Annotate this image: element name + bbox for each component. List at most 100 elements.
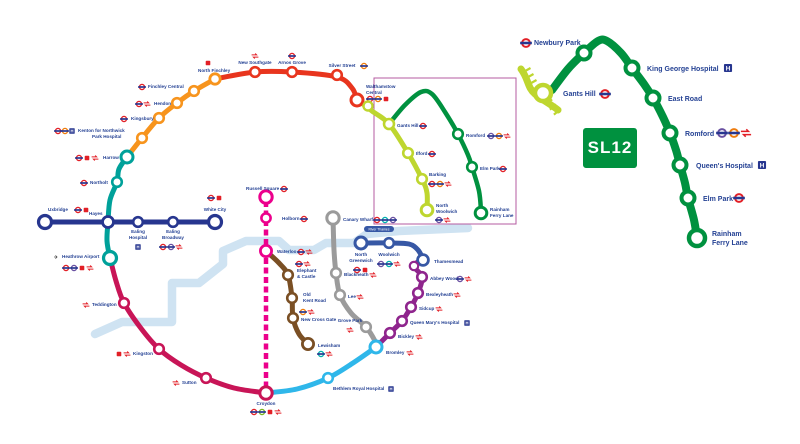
station-label-canary-wharf: Canary Wharf: [343, 217, 373, 222]
station-sutton: Sutton: [172, 371, 213, 386]
station-label-russell-square: Russell Square: [246, 186, 280, 191]
station-marker-detail-east-road: [644, 89, 662, 107]
underground-roundel-icon: [159, 243, 167, 251]
station-marker-bexleyheath: [411, 286, 425, 300]
underground-roundel-icon: [373, 216, 381, 224]
national-rail-icon: [464, 276, 472, 282]
national-rail-icon: [356, 294, 364, 300]
bus-route-badge-icon: [116, 351, 122, 357]
station-marker-old-kent-road: [285, 291, 299, 305]
station-detail-gants-hill: Gants Hill: [532, 82, 611, 104]
station-label-old-kent-road: Old: [303, 292, 311, 297]
station-finchley-central: Finchley Central: [138, 83, 201, 98]
national-rail-icon: [82, 302, 90, 308]
station-blackheath: Blackheath: [329, 266, 377, 280]
station-label-old-kent-road: Kent Road: [303, 298, 326, 303]
station-label-new-southgate: New Southgate: [238, 60, 272, 65]
station-abbey-wood: Abbey Wood: [415, 270, 472, 284]
airport-icon: ✈: [54, 254, 59, 261]
station-marker-bethlem-royal-hospital: [321, 371, 335, 385]
station-silver-street: Silver Street: [329, 62, 368, 82]
station-woolwich: Woolwich: [377, 236, 401, 268]
station-label-detail-newbury-park: Newbury Park: [534, 40, 581, 47]
station-label-arnos-grove: Arnos Grove: [278, 60, 306, 65]
station-marker-walthamstow-central: [349, 92, 365, 108]
station-label-bromley: Bromley: [386, 350, 405, 355]
river-thames-label: River Thames: [364, 226, 394, 232]
station-bickley: Bickley: [383, 326, 423, 340]
station-label-queen-marys-hospital: Queen Mary's Hospital: [410, 320, 459, 325]
bus-route-badge-icon: [216, 195, 222, 201]
station-label-romford: Romford: [466, 133, 485, 138]
station-marker-detail-romford: [661, 124, 679, 142]
underground-roundel-icon: [250, 408, 258, 416]
underground-roundel-icon: [62, 264, 70, 272]
station-kingsbury: Kingsbury: [120, 111, 166, 125]
elizabeth-line-roundel-icon: [456, 275, 464, 283]
underground-roundel-icon: [300, 215, 308, 223]
line-continues-hatch: [545, 98, 553, 106]
dlr-roundel-icon: [317, 350, 325, 358]
elizabeth-line-roundel-icon: [487, 132, 495, 140]
line-continues-hatch: [553, 108, 561, 116]
hospital-icon: H: [135, 244, 141, 250]
station-canary-wharf: Canary Wharf: [325, 210, 397, 226]
overground-roundel-icon: [360, 62, 368, 70]
station-label-detail-queens-hospital: Queen's Hospital: [696, 163, 753, 170]
underground-roundel-icon: [280, 185, 288, 193]
national-rail-icon: [406, 350, 414, 356]
station-new-cross-gate: New Cross Gate: [286, 308, 337, 325]
station-marker-waterloo: [258, 243, 273, 258]
station-white-city: White City: [204, 194, 227, 231]
national-rail-icon: [307, 309, 315, 315]
station-marker-teddington: [117, 296, 131, 310]
station-label-holborn: Holborn: [282, 216, 300, 221]
national-rail-icon: [369, 272, 377, 278]
svg-text:H: H: [389, 387, 392, 392]
underground-roundel-icon: [80, 179, 88, 187]
underground-roundel-icon: [428, 150, 436, 158]
station-marker-bickley: [383, 326, 397, 340]
hospital-icon: H: [69, 128, 75, 134]
station-bexleyheath: Bexleyheath: [411, 286, 461, 300]
national-rail-icon: [251, 53, 259, 59]
underground-roundel-icon: [207, 194, 215, 202]
tram-roundel-icon: [258, 408, 266, 416]
line-harrow-heathrow: [104, 154, 130, 261]
station-marker-grove-park: [359, 320, 373, 334]
station-marker-new-southgate: [248, 65, 262, 79]
station-marker-gants-hill: [382, 117, 396, 131]
underground-roundel-icon: [74, 206, 82, 214]
station-marker-northolt: [110, 175, 124, 189]
station-marker-blackheath: [329, 266, 343, 280]
national-rail-icon: [415, 334, 423, 340]
hospital-icon: H: [723, 63, 733, 72]
overground-roundel-icon: [495, 132, 503, 140]
station-marker-walthamstow-lime: [362, 100, 374, 112]
station-label-bickley: Bickley: [398, 334, 415, 339]
svg-text:H: H: [760, 162, 765, 169]
station-detail-east-road: East Road: [644, 89, 702, 107]
station-marker-detail-rainham-ferry-lane: [686, 227, 708, 249]
station-label-sutton: Sutton: [182, 380, 197, 385]
station-marker-hayes: [101, 215, 115, 229]
national-rail-icon: [346, 327, 354, 333]
station-marker-north-woolwich: [419, 202, 435, 218]
station-label-ilford: Ilford: [416, 151, 428, 156]
station-label-walthamstow-central: Central: [366, 90, 382, 95]
station-marker-heathrow-airport: [101, 249, 119, 267]
station-holborn: Holborn: [260, 212, 308, 224]
station-marker-thamesmead: [416, 253, 430, 267]
underground-roundel-icon: [138, 83, 146, 91]
national-rail-icon: [444, 181, 452, 187]
elizabeth-line-roundel-icon: [435, 216, 443, 224]
station-lee: Lee: [333, 288, 364, 302]
station-label-kingston: Kingston: [133, 351, 153, 356]
station-label-north-woolwich: North: [436, 203, 448, 208]
overground-roundel-icon: [374, 95, 382, 103]
station-label-northolt: Northolt: [90, 180, 108, 185]
